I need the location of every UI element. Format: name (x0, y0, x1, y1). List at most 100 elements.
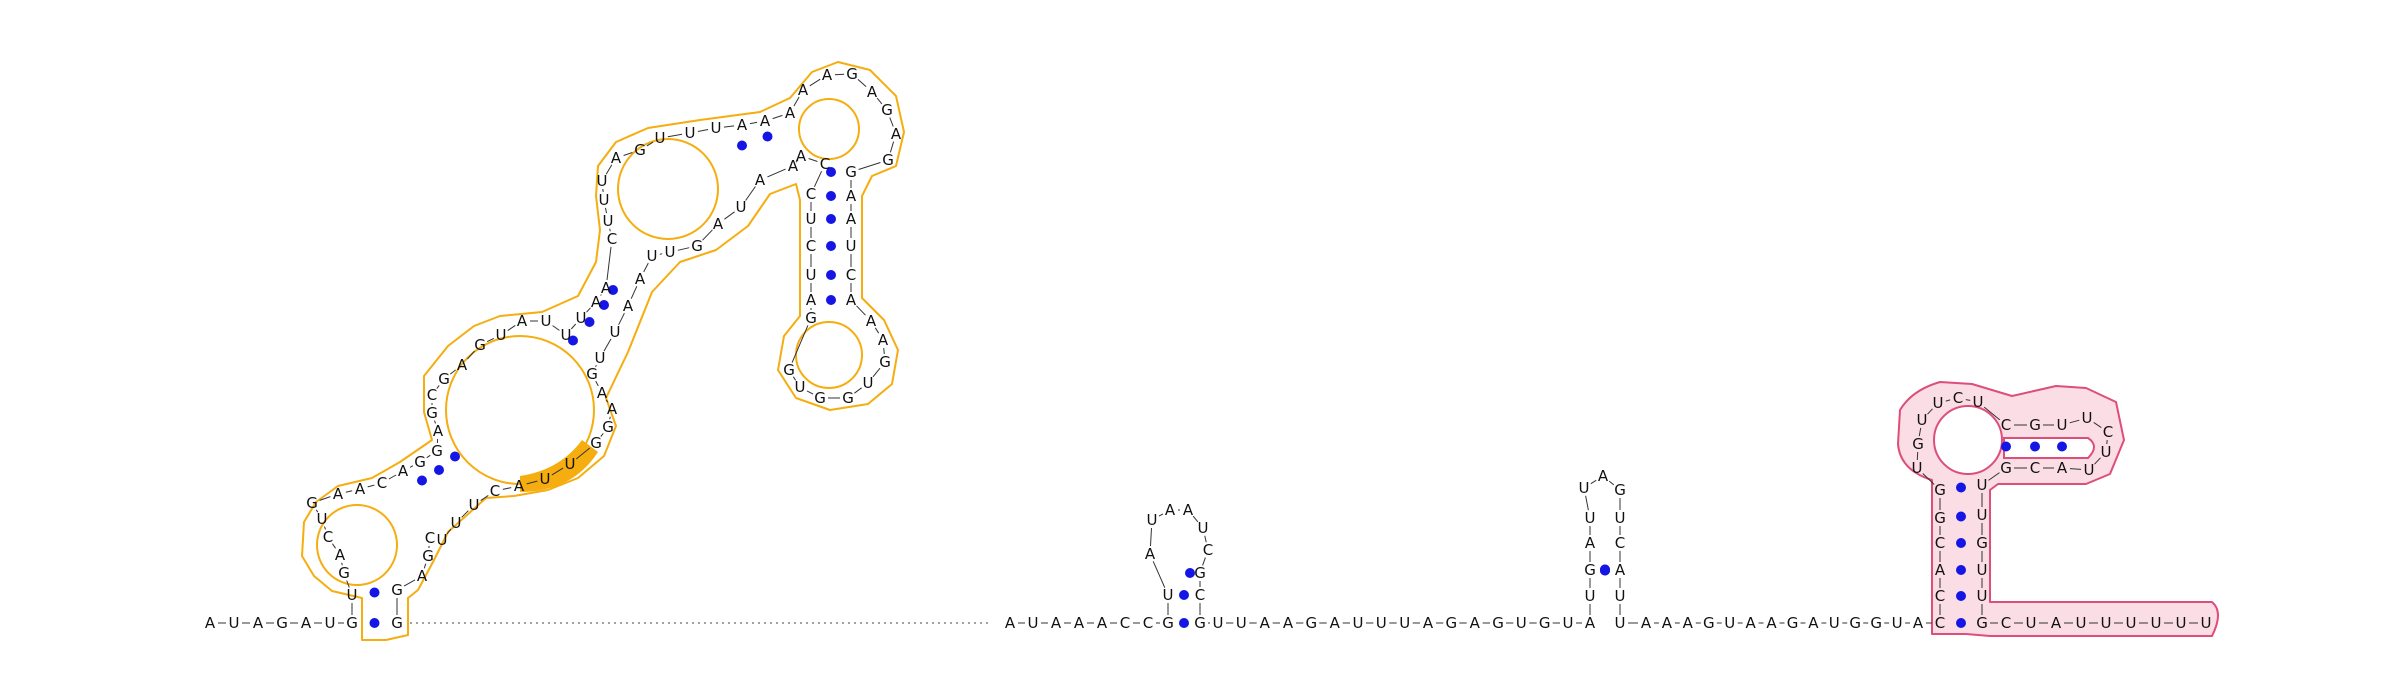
base-pair-dot (737, 140, 747, 151)
backbone-segment (552, 325, 560, 331)
nucleotide: U (1516, 614, 1527, 632)
nucleotide: U (1615, 509, 1626, 527)
domain2-loop-outline (1933, 405, 2003, 475)
nucleotide: A (635, 270, 646, 288)
nucleotide: U (2126, 614, 2137, 632)
nucleotide: C (490, 482, 500, 500)
backbone-segment (646, 141, 654, 147)
backbone-segment (1150, 527, 1152, 547)
backbone-segment (1927, 408, 1933, 415)
nucleotide: A (755, 171, 766, 189)
nucleotide: G (426, 404, 438, 422)
backbone-segment (595, 364, 597, 368)
nucleotide: U (1912, 459, 1923, 477)
backbone-segment (1585, 495, 1589, 511)
backbone-segment (600, 433, 604, 437)
nucleotide: A (737, 116, 748, 134)
nucleotide: U (1724, 614, 1735, 632)
base-pair-dot (826, 214, 836, 224)
backbone-segment (697, 129, 709, 132)
backbone-segment (767, 168, 786, 178)
nucleotide: U (1563, 614, 1574, 632)
nucleotide: G (338, 564, 350, 582)
nucleotide: A (398, 462, 409, 480)
nucleotide: G (1912, 435, 1924, 453)
backbone-segment (1204, 535, 1207, 543)
base-pair-dot (1956, 511, 1966, 522)
nucleotide: A (796, 147, 807, 165)
backbone-segment (1988, 472, 2000, 481)
nucleotide: A (2057, 459, 2068, 477)
nucleotide: C (846, 266, 856, 284)
backbone-segment (1918, 427, 1922, 437)
backbone-segment (423, 563, 427, 569)
nucleotide: A (1005, 614, 1016, 632)
backbone-segment (605, 399, 609, 403)
nucleotide: G (879, 353, 891, 371)
nucleotide: U (795, 378, 806, 396)
backbone-segment (486, 337, 495, 343)
base-pair-dot (1179, 590, 1189, 600)
backbone-segment (889, 117, 894, 127)
nucleotide: U (1615, 614, 1626, 632)
nucleotide: A (623, 297, 634, 315)
nucleotide: A (607, 400, 618, 418)
nucleotide: U (2026, 614, 2037, 632)
backbone-segment (854, 387, 862, 394)
nucleotide: C (377, 474, 387, 492)
nucleotide: A (1585, 614, 1596, 632)
domain-highlight-layer (301, 61, 2219, 641)
nucleotide: A (1641, 614, 1652, 632)
base-pair-dot (599, 300, 609, 310)
backbone-segment (551, 467, 564, 476)
nucleotide: A (611, 149, 622, 167)
backbone-segment (702, 229, 713, 241)
nucleotide: A (1745, 614, 1756, 632)
nucleotide: G (1584, 561, 1596, 579)
nucleotide: G (1849, 614, 1861, 632)
nucleotide: A (457, 356, 468, 374)
nucleotide: U (665, 243, 676, 261)
nucleotide: A (1097, 614, 1108, 632)
nucleotide: U (1973, 393, 1984, 411)
backbone-segment (745, 186, 756, 201)
domain1-hairpin2-outline (795, 321, 863, 389)
nucleotide: A (355, 480, 366, 498)
nucleotide: G (1539, 614, 1551, 632)
backbone-segment (467, 350, 475, 360)
nucleotide: C (806, 237, 816, 255)
nucleotide: G (814, 389, 826, 407)
domain2-inner-loop-outline (2003, 437, 2095, 459)
nucleotide: U (595, 349, 606, 367)
nucleotide: U (2201, 614, 2212, 632)
nucleotide: U (541, 312, 552, 330)
nucleotide: C (2103, 423, 2113, 441)
backbone-segment (749, 121, 758, 125)
nucleotide: G (882, 151, 894, 169)
nucleotide: U (1198, 519, 1209, 537)
nucleotide: U (711, 119, 722, 137)
nucleotide: G (691, 237, 703, 255)
backbone-segment (502, 487, 512, 490)
nucleotide: G (845, 163, 857, 181)
nucleotide: A (846, 291, 857, 309)
backbone-segment (883, 347, 885, 355)
backbone-segment (857, 79, 867, 87)
nucleotide: A (878, 331, 889, 349)
nucleotide: A (601, 279, 612, 297)
backbone-segment (2069, 468, 2082, 470)
base-pair-dot (826, 270, 836, 280)
base-pair-dot (608, 285, 618, 295)
base-pair-dot (762, 131, 773, 142)
nucleotide: U (1977, 476, 1988, 494)
nucleotide: A (335, 546, 346, 564)
nucleotide: A (806, 291, 817, 309)
nucleotide: G (306, 494, 318, 512)
backbone-segment (403, 579, 416, 587)
base-pair-dot (369, 587, 380, 598)
domain1-outline (301, 61, 905, 641)
nucleotide: U (1615, 587, 1626, 605)
nucleotide: U (325, 614, 336, 632)
backbone-segment (446, 528, 452, 535)
backbone-segment (677, 247, 690, 251)
